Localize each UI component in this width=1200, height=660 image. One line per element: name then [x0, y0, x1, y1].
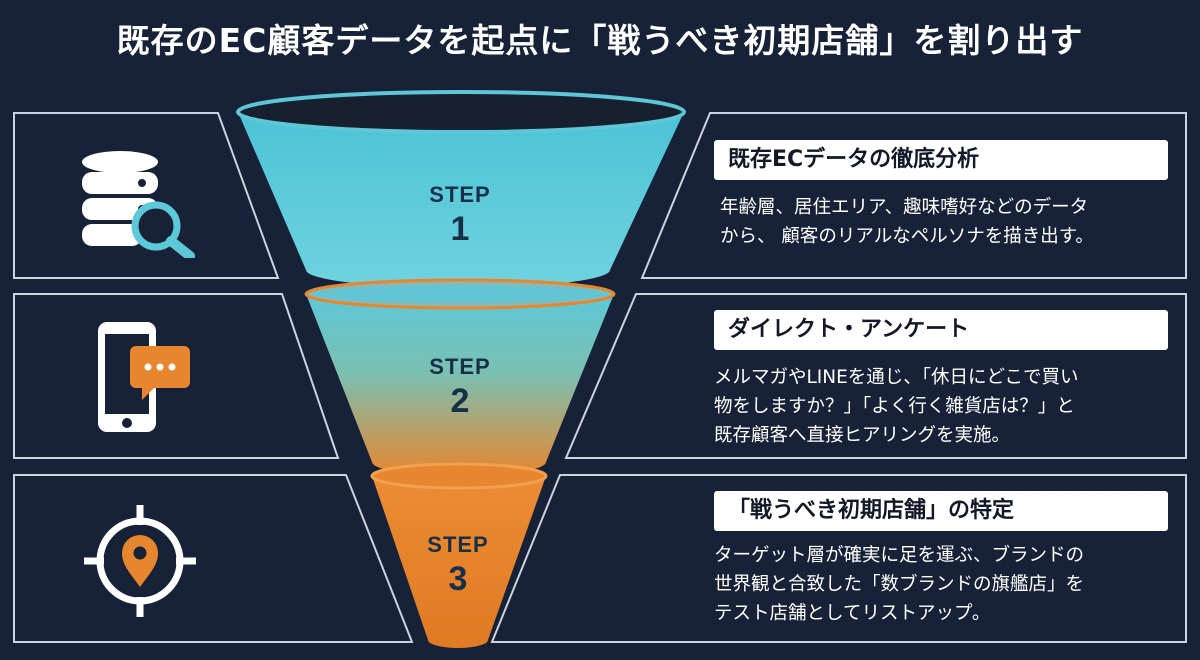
description-line: 物をしますか？」「よく行く雑貨店は？」と — [714, 396, 1075, 417]
funnel-tier-3 — [372, 476, 546, 648]
step-3-description: ターゲット層が確実に足を運ぶ、ブランドの 世界観と合致した「数ブランドの旗艦店」… — [714, 541, 1084, 628]
step-number: 3 — [448, 560, 468, 598]
step-word: STEP — [429, 354, 491, 379]
step-1-label: STEP 1 — [400, 182, 520, 249]
target-location-icon — [82, 503, 198, 619]
step-2-label: STEP 2 — [400, 354, 520, 421]
step-3-label: STEP 3 — [398, 532, 518, 599]
step-1-description: 年齢層、居住エリア、趣味嗜好などのデータ から、 顧客のリアルなペルソナを描き出… — [720, 193, 1094, 251]
database-search-icon — [78, 148, 198, 258]
step-1-heading: 既存ECデータの徹底分析 — [714, 140, 1168, 180]
left-panel-3 — [13, 474, 414, 643]
step-number: 1 — [450, 210, 470, 248]
funnel-rim-3 — [370, 462, 548, 490]
funnel-rim-1 — [236, 90, 686, 134]
description-line: 世界観と合致した「数ブランドの旗艦店」を — [714, 574, 1085, 595]
description-line: 年齢層、居住エリア、趣味嗜好などのデータ — [720, 197, 1089, 218]
step-2-heading: ダイレクト・アンケート — [714, 310, 1168, 350]
description-line: から、 顧客のリアルなペルソナを描き出す。 — [720, 226, 1094, 247]
funnel-tier-1 — [238, 112, 684, 288]
smartphone-chat-icon — [92, 318, 192, 436]
step-word: STEP — [429, 182, 491, 207]
step-2-description: メルマガやLINEを通じ、「休日にどこで買い 物をしますか？」「よく行く雑貨店は… — [714, 363, 1079, 450]
step-word: STEP — [427, 532, 489, 557]
description-line: 既存顧客へ直接ヒアリングを実施。 — [714, 425, 1011, 446]
description-line: ターゲット層が確実に足を運ぶ、ブランドの — [714, 545, 1085, 566]
step-3-heading: 「戦うべき初期店舗」の特定 — [714, 491, 1168, 531]
step-number: 2 — [450, 382, 470, 420]
description-line: テスト店舗としてリストアップ。 — [714, 603, 991, 624]
left-panel-1 — [13, 112, 280, 279]
funnel-tier-2 — [306, 294, 614, 476]
page-title: 既存のEC顧客データを起点に「戦うべき初期店舗」を割り出す — [116, 21, 1084, 60]
description-line: メルマガやLINEを通じ、「休日にどこで買い — [714, 367, 1079, 388]
